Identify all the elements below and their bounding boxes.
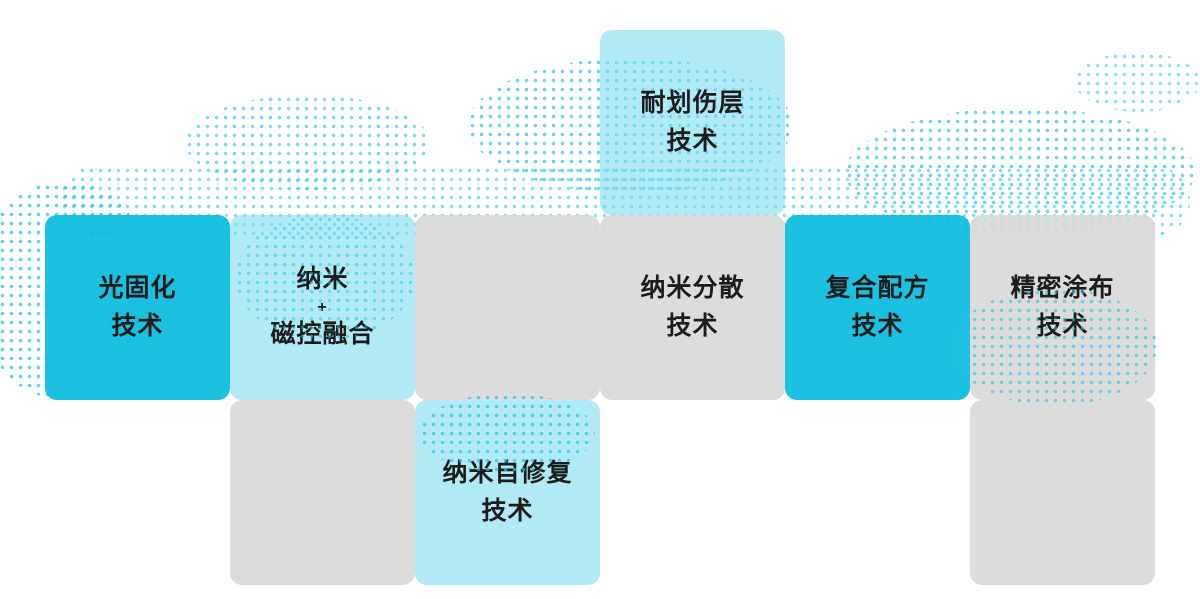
tile-precision-coating-label: 精密涂布 技术	[1010, 270, 1114, 345]
tile-nano-self-healing-label: 纳米自修复 技术	[442, 455, 572, 530]
tile-nano-magnetron-fusion-label: 纳米 + 磁控融合	[270, 261, 374, 354]
tile-empty-1	[415, 215, 600, 400]
label-line: 技术	[481, 496, 534, 525]
label-line: 精密涂布	[1010, 274, 1115, 302]
tile-empty-2	[230, 400, 415, 585]
label-line: 耐划伤层	[640, 89, 745, 117]
label-line: 技术	[666, 126, 719, 155]
tile-light-curing: 光固化 技术	[45, 215, 230, 400]
tile-scratch-resistant-layer-label: 耐划伤层 技术	[640, 85, 744, 160]
label-line: 技术	[111, 311, 164, 340]
tile-composite-formula: 复合配方 技术	[785, 215, 970, 400]
tile-light-curing-label: 光固化 技术	[98, 270, 176, 345]
tile-precision-coating: 精密涂布 技术	[970, 215, 1155, 400]
label-line: 光固化	[98, 274, 177, 302]
tile-composite-formula-label: 复合配方 技术	[825, 270, 929, 345]
label-line: 纳米自修复	[442, 459, 573, 487]
tile-scratch-resistant-layer: 耐划伤层 技术	[600, 30, 785, 215]
label-line: 技术	[851, 311, 904, 340]
tile-empty-3	[970, 400, 1155, 585]
label-line: 技术	[1036, 311, 1089, 340]
label-line: 纳米分散	[640, 274, 745, 302]
label-line: +	[317, 298, 328, 316]
world-map-dots	[1075, 52, 1200, 112]
tile-nano-magnetron-fusion: 纳米 + 磁控融合	[230, 215, 415, 400]
tile-nano-dispersion-label: 纳米分散 技术	[640, 270, 744, 345]
label-line: 纳米	[296, 265, 349, 294]
tile-nano-dispersion: 纳米分散 技术	[600, 215, 785, 400]
label-line: 磁控融合	[270, 320, 375, 349]
label-line: 技术	[666, 311, 719, 340]
tile-nano-self-healing: 纳米自修复 技术	[415, 400, 600, 585]
label-line: 复合配方	[825, 274, 930, 302]
world-map-dots	[185, 95, 430, 190]
